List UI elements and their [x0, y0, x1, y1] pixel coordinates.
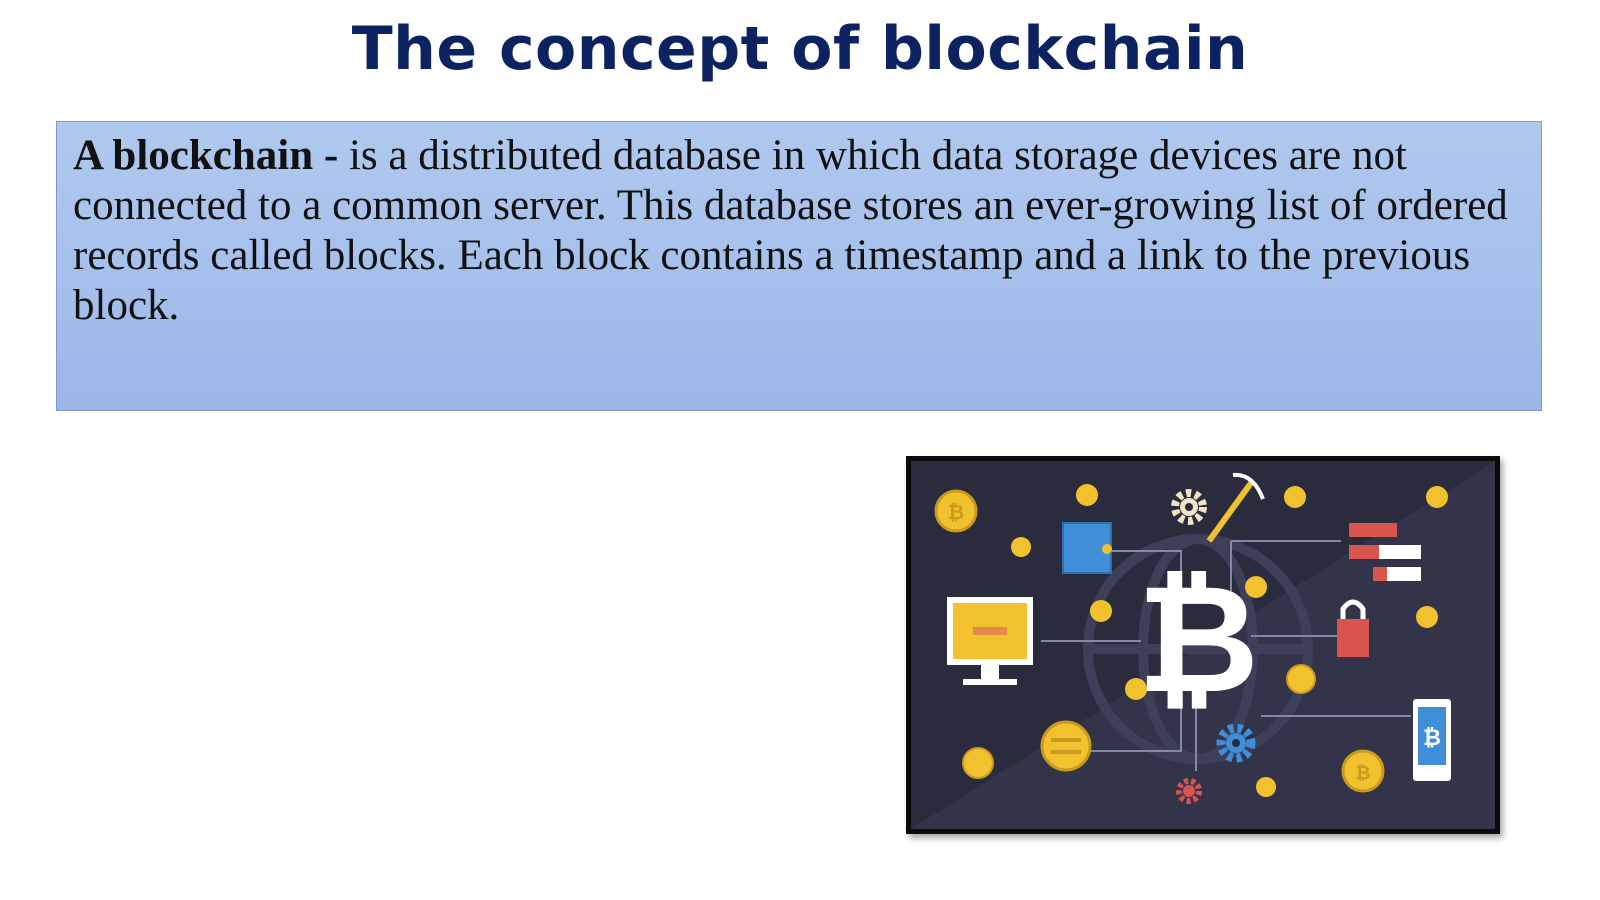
gear-icon	[1171, 489, 1207, 525]
coin-icon	[1076, 484, 1098, 506]
coin-icon: ₿	[934, 489, 978, 533]
definition-term: A blockchain -	[73, 132, 349, 179]
gear-icon	[1176, 778, 1202, 804]
coin-icon	[1284, 486, 1306, 508]
svg-text:₿: ₿	[948, 500, 964, 524]
svg-text:₿: ₿	[1423, 726, 1441, 751]
monitor-icon	[947, 597, 1033, 685]
lock-icon	[1337, 599, 1369, 657]
coin-icon	[1040, 720, 1092, 772]
wallet-icon	[1062, 522, 1112, 574]
server-rack-icon	[1349, 523, 1421, 581]
svg-text:₿: ₿	[1137, 553, 1259, 727]
gear-icon	[1216, 723, 1256, 763]
coin-icon	[962, 747, 994, 779]
definition-box: A blockchain - is a distributed database…	[56, 121, 1542, 411]
pickaxe-icon	[1206, 472, 1265, 543]
coin-icon	[1426, 486, 1448, 508]
network-lines	[1041, 540, 1411, 771]
globe-icon	[1083, 534, 1313, 764]
svg-text:₿: ₿	[1356, 763, 1371, 784]
coin-icon	[1286, 664, 1316, 694]
blockchain-illustration: ₿	[906, 456, 1500, 834]
bitcoin-icon: ₿	[1137, 553, 1259, 727]
coin-icon: ₿	[1341, 749, 1385, 793]
coin-icon	[1256, 777, 1276, 797]
coin-icon	[1125, 678, 1147, 700]
slide-title: The concept of blockchain	[351, 14, 1249, 84]
coin-icon	[1416, 606, 1438, 628]
definition-text: is a distributed database in which data …	[73, 132, 1508, 329]
coin-icon	[1245, 576, 1267, 598]
coin-icon	[1090, 600, 1112, 622]
coin-icon	[1011, 537, 1031, 557]
smartphone-icon: ₿	[1413, 699, 1451, 781]
